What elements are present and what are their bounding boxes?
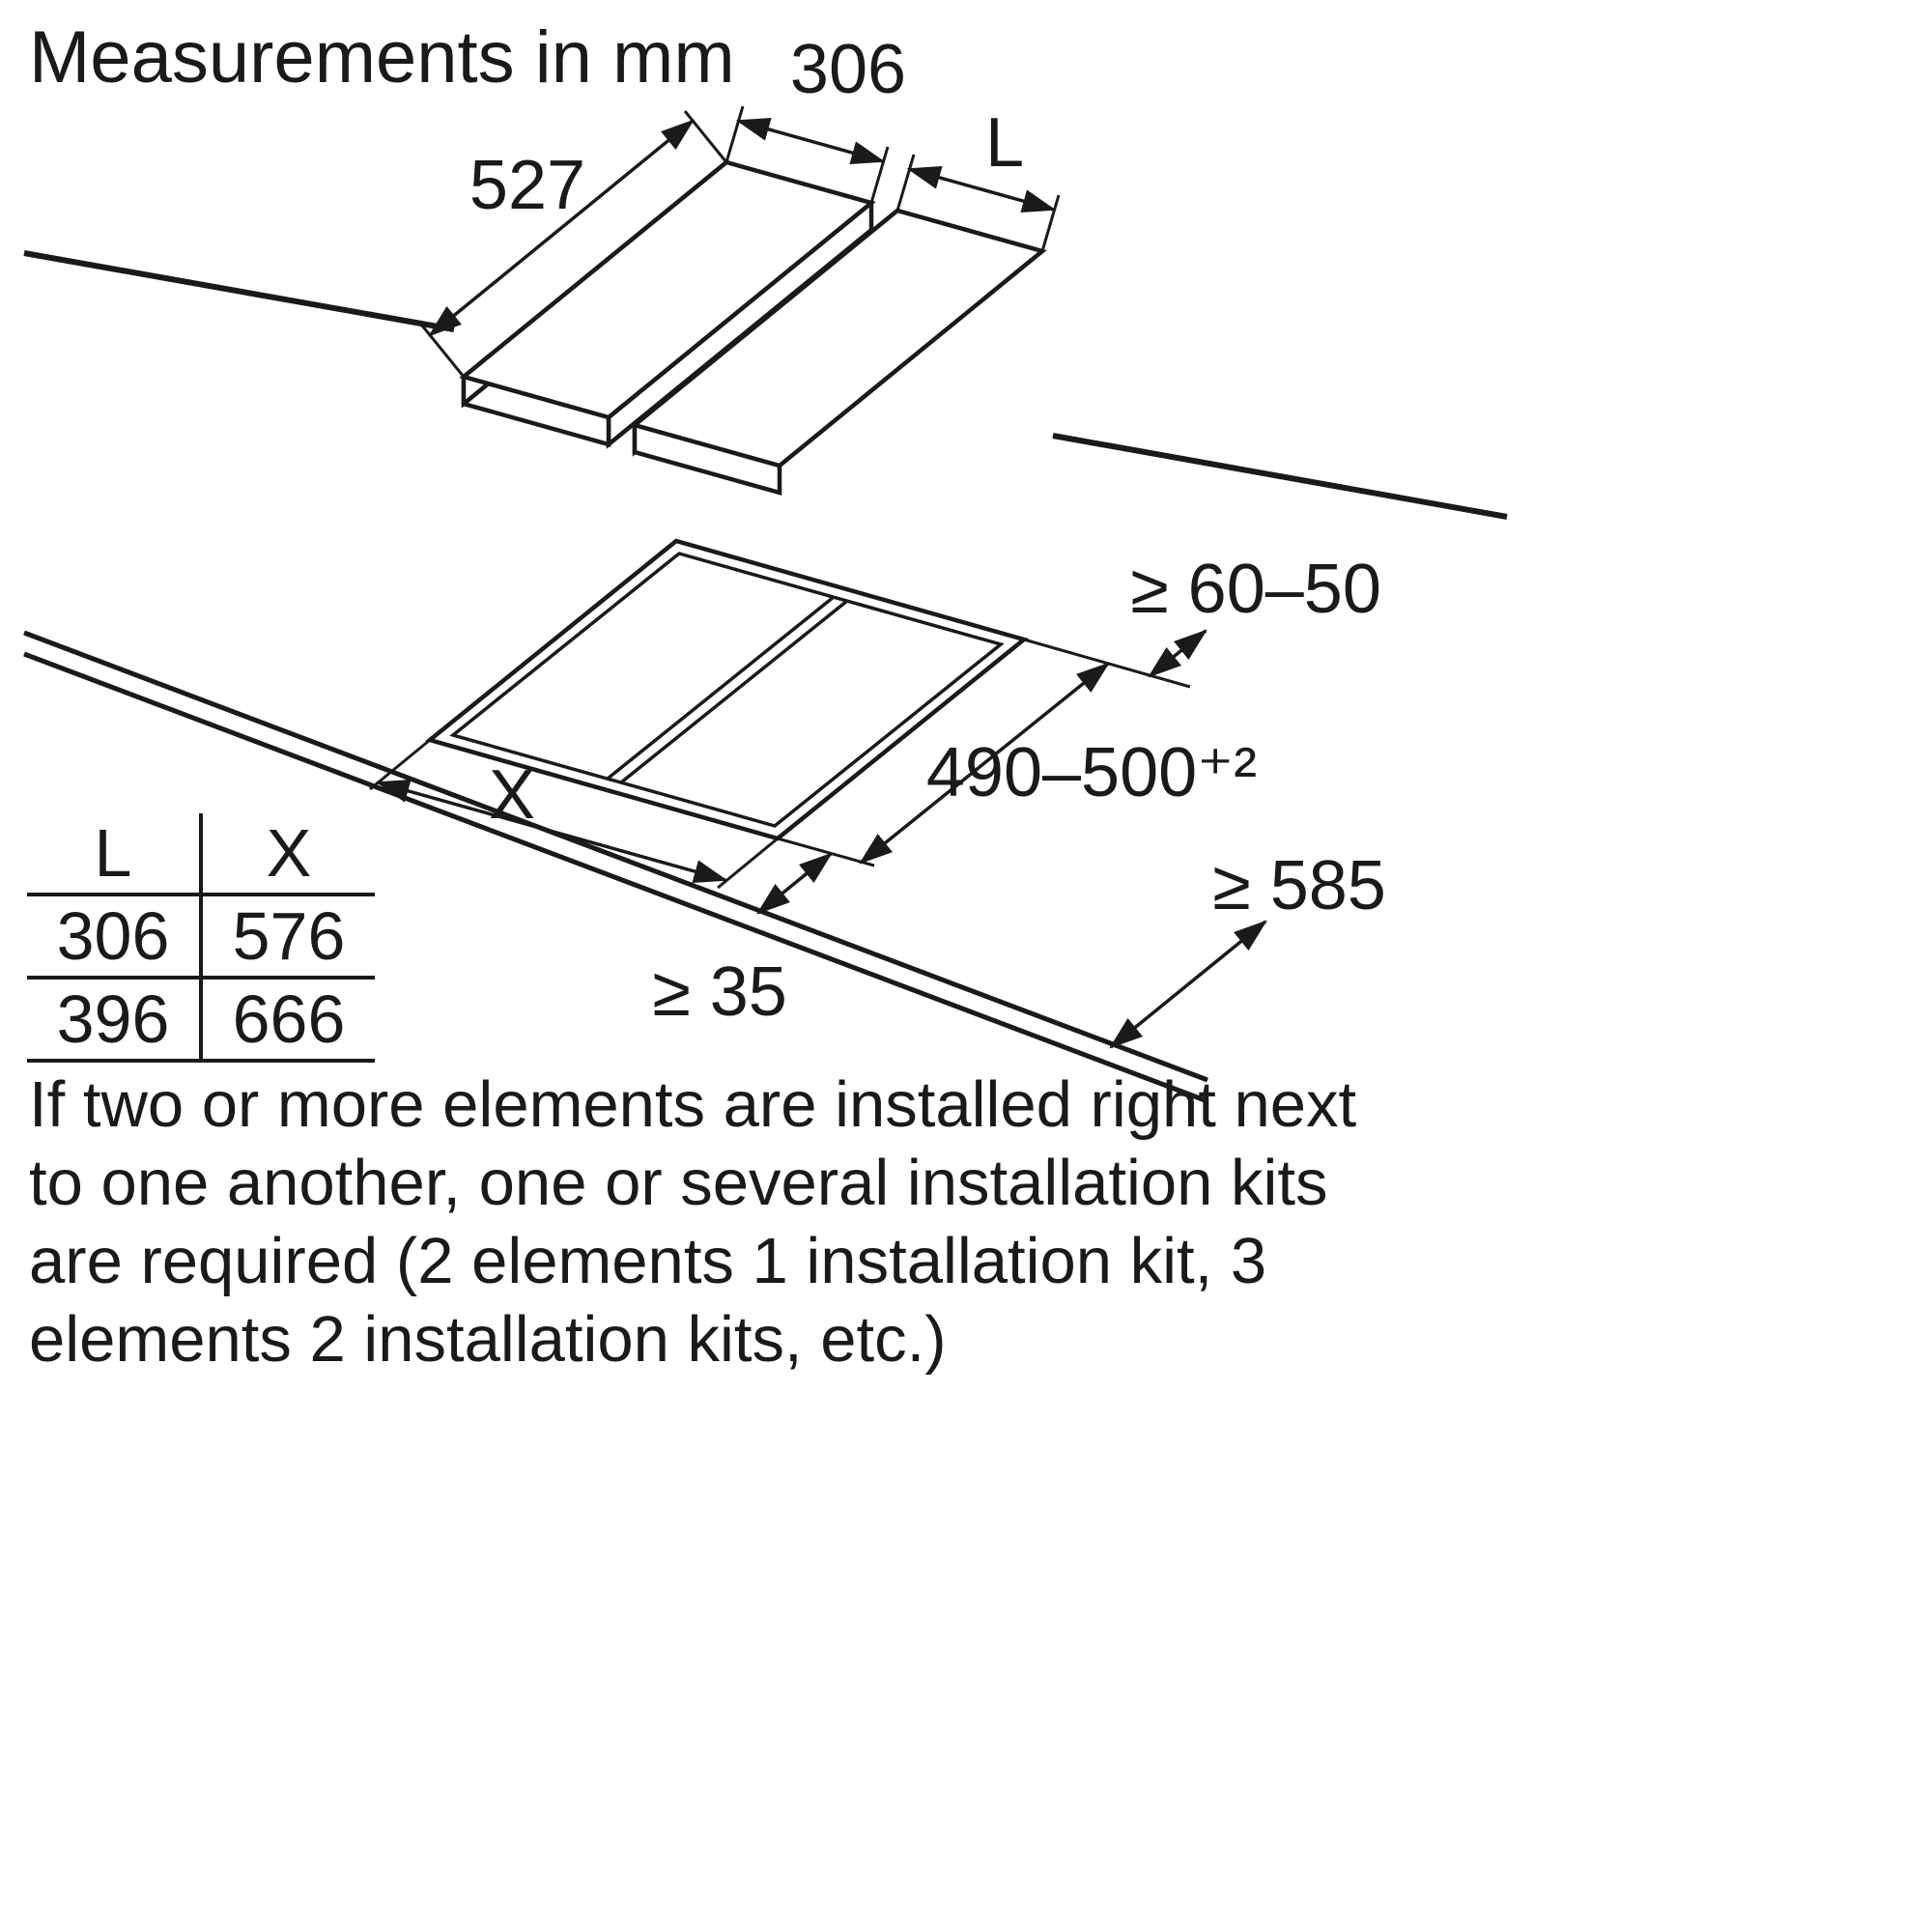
dim-l-extension-b bbox=[1040, 194, 1061, 252]
dim-527-extension-b bbox=[683, 110, 728, 163]
dim-l-extension-a bbox=[895, 154, 916, 212]
dim-wall-gap-label: ≥ 60–50 bbox=[1130, 551, 1381, 628]
size-table-header-row: L X bbox=[27, 813, 375, 896]
cutout-divider-bar-left bbox=[606, 595, 836, 781]
dim-front-gap-arrow bbox=[756, 852, 833, 915]
dimension-306: 306 bbox=[724, 31, 906, 204]
dimension-wall-gap: ≥ 60–50 bbox=[1023, 551, 1381, 689]
dim-306-label: 306 bbox=[790, 31, 906, 108]
size-table-header-x: X bbox=[201, 813, 375, 896]
dimension-l: L bbox=[895, 104, 1061, 252]
dim-l-label: L bbox=[985, 104, 1024, 182]
dim-cutout-width-arrow bbox=[375, 779, 728, 884]
dimension-cutout-depth: 490–500⁺² bbox=[777, 662, 1257, 867]
dim-l-arrow bbox=[906, 165, 1057, 213]
size-table: L X 306 576 396 666 bbox=[27, 813, 375, 1063]
dim-306-arrow bbox=[735, 117, 886, 165]
size-table-cell: 576 bbox=[201, 895, 375, 980]
dim-527-extension-a bbox=[420, 325, 466, 378]
size-table-header-l: L bbox=[27, 813, 203, 896]
dim-527-arrow bbox=[428, 119, 695, 337]
dim-worktop-depth-label: ≥ 585 bbox=[1212, 847, 1386, 924]
installation-note: If two or more elements are installed ri… bbox=[29, 1065, 1913, 1378]
dimension-cutout-width: X bbox=[369, 738, 779, 890]
size-table-row: 306 576 bbox=[27, 895, 375, 980]
installation-note-line: are required (2 elements 1 installation … bbox=[29, 1225, 1267, 1298]
worktop-back-edge-left bbox=[23, 250, 455, 332]
cutout-inner-frame bbox=[449, 552, 1005, 828]
size-table-cell: 666 bbox=[201, 978, 375, 1063]
dim-527-label: 527 bbox=[469, 147, 585, 224]
dimension-front-gap: ≥ 35 bbox=[652, 852, 833, 1031]
dim-306-extension-b bbox=[869, 146, 890, 204]
dim-306-extension-a bbox=[724, 105, 745, 163]
dimension-527: 527 bbox=[420, 110, 728, 378]
cutout-divider-bar-right bbox=[619, 599, 849, 784]
installation-note-line: If two or more elements are installed ri… bbox=[29, 1068, 1357, 1141]
installation-note-line: to one another, one or several installat… bbox=[29, 1147, 1328, 1220]
dim-front-gap-label: ≥ 35 bbox=[652, 953, 787, 1031]
dim-cutout-width-label: X bbox=[489, 756, 535, 834]
size-table-row: 396 666 bbox=[27, 978, 375, 1063]
dim-worktop-depth-arrow bbox=[1109, 920, 1267, 1049]
dim-x-extension-b bbox=[717, 837, 779, 890]
page-title: Measurements in mm bbox=[29, 16, 735, 99]
dim-wall-gap-arrow bbox=[1148, 629, 1208, 678]
hob-element-right bbox=[630, 206, 1047, 496]
size-table-cell: 306 bbox=[27, 895, 203, 980]
dim-cutout-depth-label: 490–500⁺² bbox=[926, 734, 1257, 811]
cutout-front-extension bbox=[777, 837, 875, 867]
dimension-worktop-depth: ≥ 585 bbox=[1109, 847, 1386, 1049]
installation-note-line: elements 2 installation kits, etc.) bbox=[29, 1303, 947, 1377]
dim-cutout-depth-arrow bbox=[859, 662, 1110, 865]
worktop-back-edge-right bbox=[1052, 433, 1508, 520]
size-table-cell: 396 bbox=[27, 978, 203, 1063]
